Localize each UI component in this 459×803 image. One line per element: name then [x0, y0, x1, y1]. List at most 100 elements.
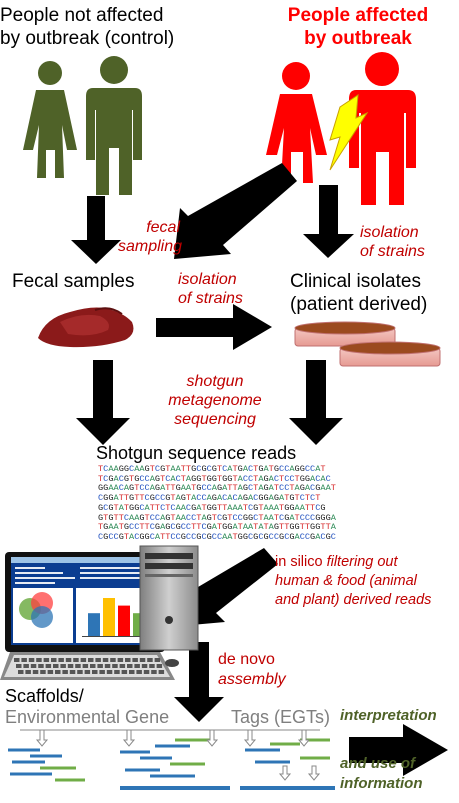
sequence-read-line: GCGTATGGCATTCTCAACGATGGTTAAATCGTAAATGGAA… — [98, 502, 326, 513]
keyboard-key — [55, 670, 61, 674]
keyboard-key — [119, 664, 126, 668]
shotgun-sequencing-label: shotgun metagenome sequencing — [168, 373, 262, 428]
keyboard-key — [136, 670, 142, 674]
scaffolds-label: Scaffolds/ — [5, 686, 84, 706]
keyboard-key — [158, 670, 165, 674]
arrow-fecal-to-reads — [76, 360, 130, 445]
keyboard-key — [53, 664, 59, 668]
monitor-chart-bar — [103, 598, 115, 636]
sequence-reads-block: TCAAGGCAAGTCGTAATTGCGCGTCATGACTGATGCCAGG… — [98, 465, 360, 543]
arrow-isolates-to-reads — [289, 360, 343, 445]
sequence-read-line: TGAATGCCTTCGAGCGCCTTCGATGGATAATATAGTTGGT… — [98, 522, 336, 533]
control-woman-icon — [23, 61, 77, 178]
keyboard-key — [36, 658, 42, 662]
keyboard-key — [106, 670, 113, 674]
sequence-read-line: GTGTTCAAGTCCAGTAACCTAGTCGTCCGGCTAATCGATC… — [98, 512, 336, 523]
scaffold-assembly-2 — [120, 738, 230, 790]
arrow-fecal-to-isolates — [156, 304, 272, 350]
computer-tower-icon — [139, 545, 199, 651]
keyboard-key — [43, 658, 50, 662]
control-group-label: People not affected by outbreak (control… — [0, 5, 175, 49]
mouse-icon — [165, 659, 179, 667]
keyboard-key — [84, 670, 91, 674]
keyboard-key — [14, 658, 20, 662]
keyboard-key — [141, 664, 148, 668]
keyboard-key — [112, 664, 118, 668]
keyboard-key — [21, 658, 27, 662]
keyboard-key — [127, 664, 133, 668]
keyboard-key — [154, 658, 161, 662]
arrow-reads-to-computer — [180, 548, 278, 626]
keyboard-icon — [0, 652, 175, 680]
keyboard-key — [104, 664, 111, 668]
keyboard-key — [58, 658, 64, 662]
scaffold-assembly-3 — [240, 738, 335, 790]
sequence-read-line: GGAACAGTCCAGATTGAATGCCAGATTAGCTAGATCCTAG… — [98, 483, 336, 494]
keyboard-key — [147, 658, 153, 662]
keyboard-key — [132, 658, 138, 662]
control-man-icon — [86, 56, 142, 195]
keyboard-key — [30, 664, 37, 668]
egt-label-left: Environmental Gene — [5, 707, 170, 727]
keyboard-key — [139, 658, 146, 662]
sequence-read-line: TCAAGGCAAGTCGTAATTGCGCGTCATGACTGATGCCAGG… — [98, 465, 326, 474]
keyboard-key — [117, 658, 124, 662]
keyboard-key — [23, 664, 29, 668]
keyboard-key — [75, 664, 81, 668]
keyboard-key — [77, 670, 83, 674]
keyboard-key — [97, 664, 103, 668]
scaffold-assembly-1 — [8, 748, 85, 782]
keyboard-key — [38, 664, 44, 668]
denovo-assembly-label: de novo assembly — [218, 651, 286, 688]
keyboard-key — [65, 658, 72, 662]
reads-title: Shotgun sequence reads — [96, 443, 297, 463]
keyboard-key — [156, 664, 163, 668]
sequence-read-line: CGCCGTACGGCATTCCGCCGCGCCAATGGCGCGCCGCGAC… — [98, 531, 336, 542]
keyboard-key — [32, 670, 39, 674]
keyboard-key — [80, 658, 87, 662]
arrow-computer-to-scaffolds — [174, 642, 224, 722]
affected-woman-icon — [266, 62, 327, 183]
keyboard-key — [16, 664, 22, 668]
interpretation-label: interpretation and use of information — [340, 707, 437, 792]
fecal-samples-label: Fecal samples — [12, 271, 135, 292]
keyboard-key — [134, 664, 140, 668]
keyboard-key — [25, 670, 31, 674]
clinical-isolates-label: Clinical isolates (patient derived) — [290, 271, 428, 315]
keyboard-key — [95, 658, 101, 662]
human-food-text: human & food (animal — [275, 573, 417, 589]
affected-man-icon — [349, 52, 416, 205]
keyboard-key — [47, 670, 54, 674]
keyboard-key — [121, 670, 128, 674]
arrow-affected-to-fecal — [174, 163, 297, 259]
fecal-sample-icon — [38, 307, 134, 348]
keyboard-key — [28, 658, 35, 662]
egt-label-right: Tags (EGTs) — [231, 707, 331, 727]
computer-monitor-icon — [5, 552, 165, 668]
isolation-left-label: isolation of strains — [178, 271, 243, 307]
keyboard-key — [143, 670, 150, 674]
filtering-text: filtering out — [326, 554, 398, 570]
arrow-control-to-fecal — [71, 196, 121, 264]
keyboard-key — [88, 658, 94, 662]
keyboard-key — [92, 670, 98, 674]
plant-reads-text: and plant) derived reads — [275, 592, 432, 608]
fecal-sampling-label: fecal sampling — [118, 219, 183, 255]
keyboard-key — [99, 670, 105, 674]
keyboard-key — [73, 658, 79, 662]
keyboard-key — [60, 664, 66, 668]
sequence-read-line: CGGATTGTTCGCCGTAGTACCAGACACAGACGGAGATGTC… — [98, 493, 321, 504]
keyboard-key — [90, 664, 96, 668]
keyboard-key — [18, 670, 24, 674]
keyboard-key — [129, 670, 135, 674]
keyboard-key — [151, 670, 157, 674]
arrow-affected-to-isolates — [303, 185, 354, 258]
keyboard-key — [40, 670, 46, 674]
isolation-right-label: isolation of strains — [360, 224, 425, 260]
keyboard-key — [82, 664, 89, 668]
keyboard-key — [102, 658, 109, 662]
keyboard-key — [125, 658, 131, 662]
egt-pointer-arrows — [35, 729, 321, 781]
lightning-bolt-icon — [329, 94, 369, 171]
